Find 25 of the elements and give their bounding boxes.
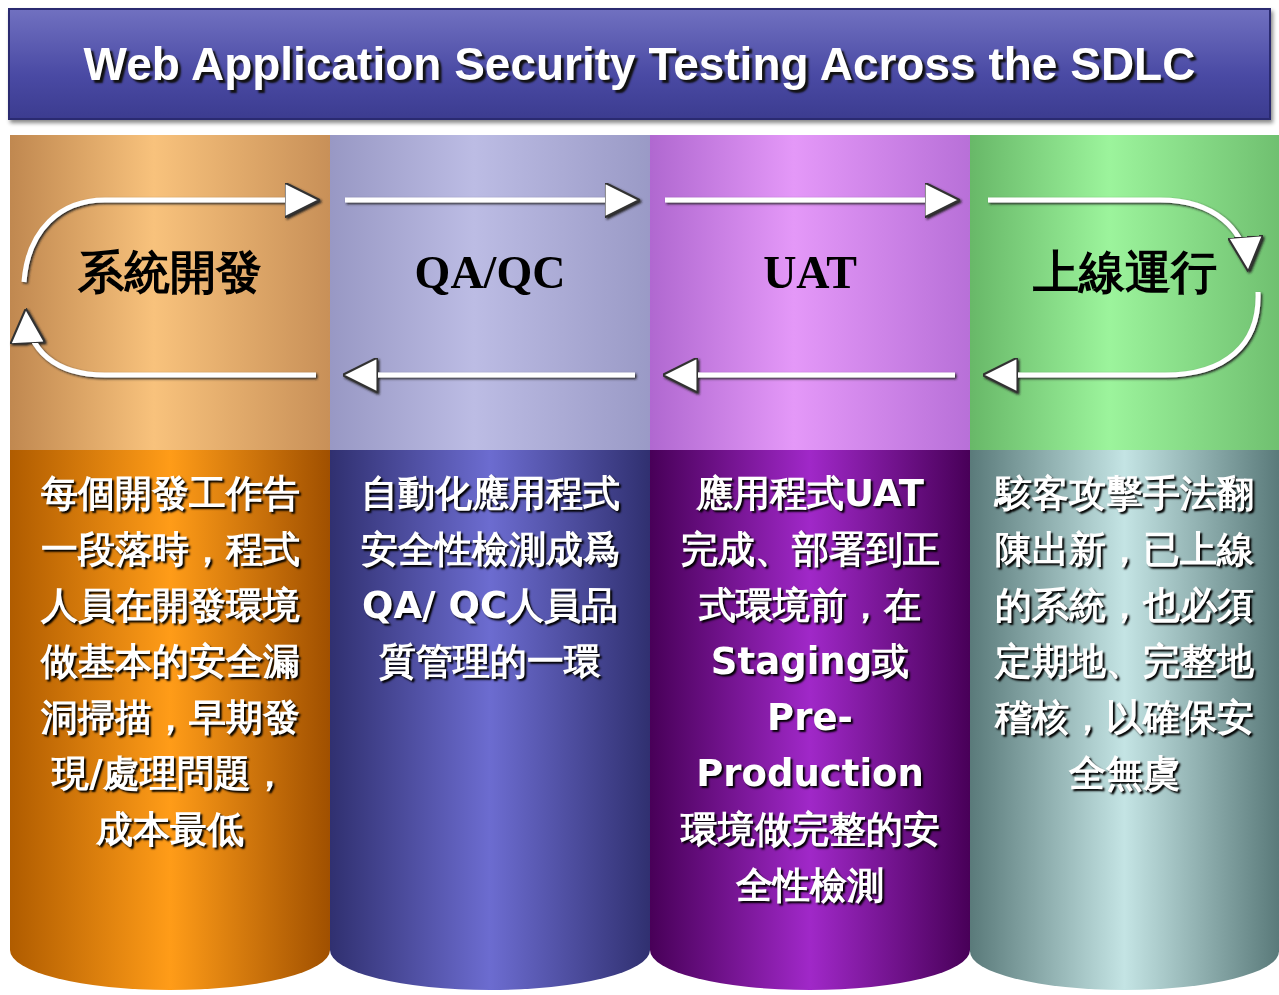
arrow <box>661 356 955 394</box>
description-panel <box>330 450 650 990</box>
description-text: 應用程式UAT完成、部署到正式環境前，在Staging或Pre-Production環境做完整的安全性檢測 <box>679 471 941 909</box>
arrow <box>988 197 1262 273</box>
arrow <box>11 307 316 378</box>
stage-label: UAT <box>763 246 857 300</box>
stage-panel <box>330 135 650 450</box>
stage-label: 上線運行 <box>1032 244 1217 301</box>
description-panel <box>970 450 1279 990</box>
stage-panel <box>970 135 1279 450</box>
description-panel <box>650 450 970 990</box>
arrow <box>21 181 321 283</box>
arrow <box>981 291 1261 394</box>
arrow <box>341 356 635 394</box>
description-text: 每個開發工作告一段落時，程式人員在開發環境做基本的安全漏洞掃描，早期發現/處理問題，成本最低 <box>39 471 301 853</box>
description-text: 自動化應用程式安全性檢測成爲QA/ QC人員品質管理的一環 <box>359 471 621 685</box>
arrow <box>665 181 961 219</box>
arrow <box>345 181 641 219</box>
stage-panel <box>650 135 970 450</box>
title: Web Application Security Testing Across the SDLC <box>83 36 1196 92</box>
description-text: 駭客攻擊手法翻陳出新，已上線的系統，也必須定期地、完整地稽核，以確保安全無虞 <box>993 471 1255 797</box>
stage-panel <box>10 135 330 450</box>
stage-label: 系統開發 <box>78 244 262 301</box>
description-panel <box>10 450 330 990</box>
stage-label: QA/QC <box>414 246 566 300</box>
